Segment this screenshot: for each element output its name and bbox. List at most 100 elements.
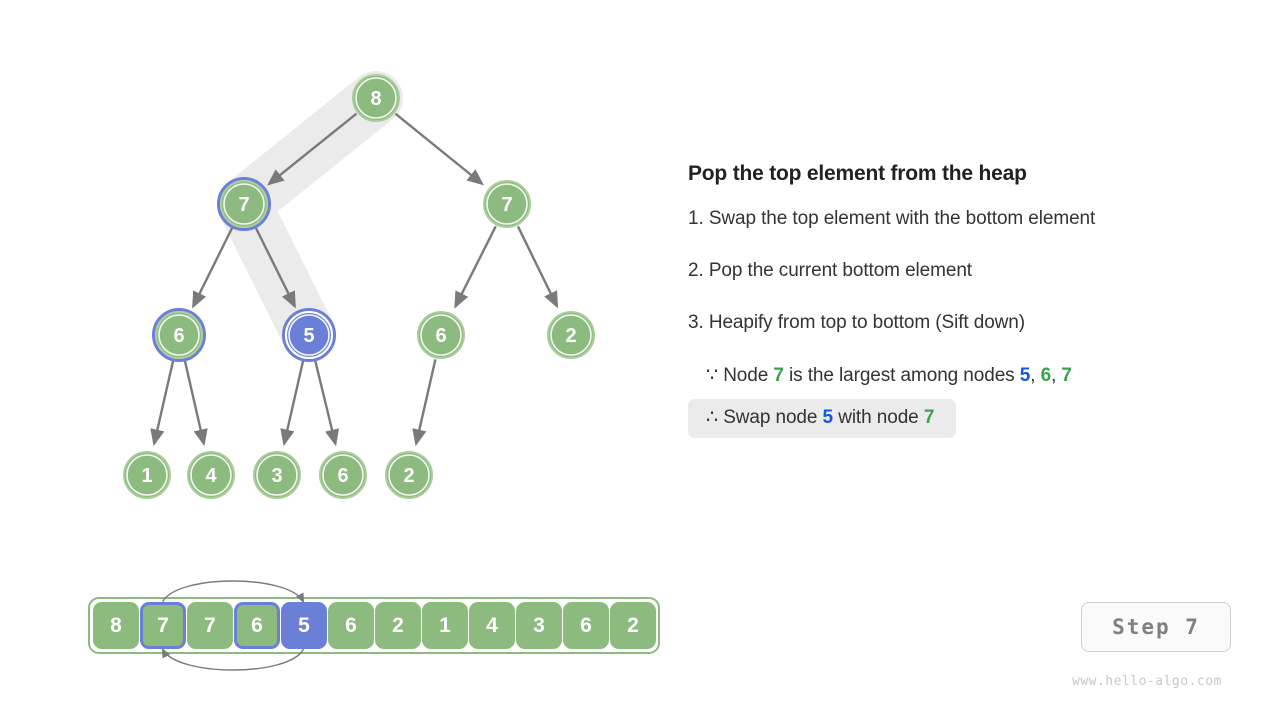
node-value: 7 xyxy=(238,194,249,216)
array-cell: 7 xyxy=(187,602,233,649)
tree-node: 6 xyxy=(417,311,465,359)
heap-tree-diagram: 8 7 7 6 5 6 2 1 4 3 6 2 xyxy=(123,71,595,499)
node-inner-ring xyxy=(223,183,265,225)
tree-edge xyxy=(280,359,305,447)
node-value: 1 xyxy=(141,465,152,487)
node-highlight-ring xyxy=(152,308,206,362)
tree-node: 6 xyxy=(152,308,206,362)
node-inner-ring xyxy=(158,314,200,356)
array-cell: 6 xyxy=(328,602,374,649)
node-inner-ring xyxy=(355,77,397,119)
node-circle xyxy=(385,451,433,499)
tree-edge xyxy=(454,225,497,309)
node-inner-ring xyxy=(388,454,430,496)
node-value: 6 xyxy=(173,325,184,347)
tree-edge xyxy=(150,359,175,447)
node-value: 2 xyxy=(403,465,414,487)
conclusion-node-b: 7 xyxy=(923,407,935,428)
conclusion-node-a: 5 xyxy=(822,407,834,428)
step-item-2: 2. Pop the current bottom element xyxy=(688,260,972,281)
node-value: 4 xyxy=(205,465,217,487)
node-inner-ring xyxy=(126,454,168,496)
tree-node: 2 xyxy=(547,311,595,359)
array-cell: 2 xyxy=(610,602,656,649)
tree-edge xyxy=(412,359,437,447)
page-title: Pop the top element from the heap xyxy=(688,162,1027,185)
tree-node: 8 xyxy=(352,74,400,122)
node-highlight-ring xyxy=(282,308,336,362)
node-inner-ring xyxy=(288,314,330,356)
tree-node: 5 xyxy=(282,308,336,362)
because-symbol: ∵ xyxy=(706,365,718,386)
node-inner-ring xyxy=(420,314,462,356)
therefore-symbol: ∴ xyxy=(706,407,718,428)
reason-sep-2: , xyxy=(1051,365,1062,386)
reason-text-a: Node xyxy=(723,365,774,386)
step-item-1: 1. Swap the top element with the bottom … xyxy=(688,208,1096,229)
reason-node-b: 5 xyxy=(1019,365,1031,386)
node-circle xyxy=(187,451,235,499)
node-inner-ring xyxy=(322,454,364,496)
node-inner-ring xyxy=(256,454,298,496)
node-circle xyxy=(155,311,203,359)
tree-node: 7 xyxy=(217,177,271,231)
array-cell: 5 xyxy=(281,602,327,649)
reason-text-b: is the largest among nodes xyxy=(783,365,1020,386)
conclusion-text-a: Swap node xyxy=(723,407,823,428)
conclusion-text-b: with node xyxy=(833,407,924,428)
array-cell: 7 xyxy=(140,602,186,649)
tree-node: 4 xyxy=(187,451,235,499)
array-cell: 1 xyxy=(422,602,468,649)
node-circle xyxy=(253,451,301,499)
reason-sep-1: , xyxy=(1030,365,1041,386)
tree-nodes: 8 7 7 6 5 6 2 1 4 3 6 2 xyxy=(123,74,595,499)
node-value: 7 xyxy=(501,194,512,216)
reason-node-c: 6 xyxy=(1040,365,1052,386)
tree-edge xyxy=(254,225,296,309)
tree-node: 1 xyxy=(123,451,171,499)
reason-node-a: 7 xyxy=(773,365,784,386)
node-inner-ring xyxy=(486,183,528,225)
node-circle xyxy=(483,180,531,228)
node-value: 6 xyxy=(337,465,348,487)
conclusion-line: ∴ Swap node 5 with node 7 xyxy=(688,399,957,438)
node-inner-ring xyxy=(550,314,592,356)
array-cell: 2 xyxy=(375,602,421,649)
tree-node: 3 xyxy=(253,451,301,499)
node-value: 2 xyxy=(565,325,576,347)
node-circle xyxy=(352,74,400,122)
array-cell: 4 xyxy=(469,602,515,649)
tree-edge xyxy=(183,359,208,447)
tree-node: 6 xyxy=(319,451,367,499)
node-value: 6 xyxy=(435,325,446,347)
tree-edges xyxy=(150,112,559,447)
array-cell: 3 xyxy=(516,602,562,649)
node-inner-ring xyxy=(190,454,232,496)
array-cell: 8 xyxy=(93,602,139,649)
reason-node-d: 7 xyxy=(1061,365,1072,386)
node-circle xyxy=(123,451,171,499)
watermark: www.hello-algo.com xyxy=(1072,674,1222,689)
tree-edge xyxy=(516,225,559,309)
node-circle xyxy=(220,180,268,228)
step-item-3: 3. Heapify from top to bottom (Sift down… xyxy=(688,312,1025,333)
tree-edge xyxy=(267,112,358,186)
step-badge: Step 7 xyxy=(1081,602,1231,652)
node-circle xyxy=(285,311,333,359)
array-cell: 6 xyxy=(234,602,280,649)
explanation-panel: Pop the top element from the heap 1. Swa… xyxy=(688,162,1248,446)
tree-edge xyxy=(192,225,234,309)
node-value: 3 xyxy=(271,465,282,487)
node-circle xyxy=(319,451,367,499)
node-value: 8 xyxy=(370,88,381,110)
node-circle xyxy=(417,311,465,359)
reason-line: ∵ Node 7 is the largest among nodes 5, 6… xyxy=(688,364,1248,387)
tree-node: 7 xyxy=(483,180,531,228)
node-value: 5 xyxy=(303,325,314,347)
tree-edge xyxy=(394,112,484,186)
tree-edge xyxy=(313,359,340,447)
tree-node: 2 xyxy=(385,451,433,499)
node-highlight-ring xyxy=(217,177,271,231)
